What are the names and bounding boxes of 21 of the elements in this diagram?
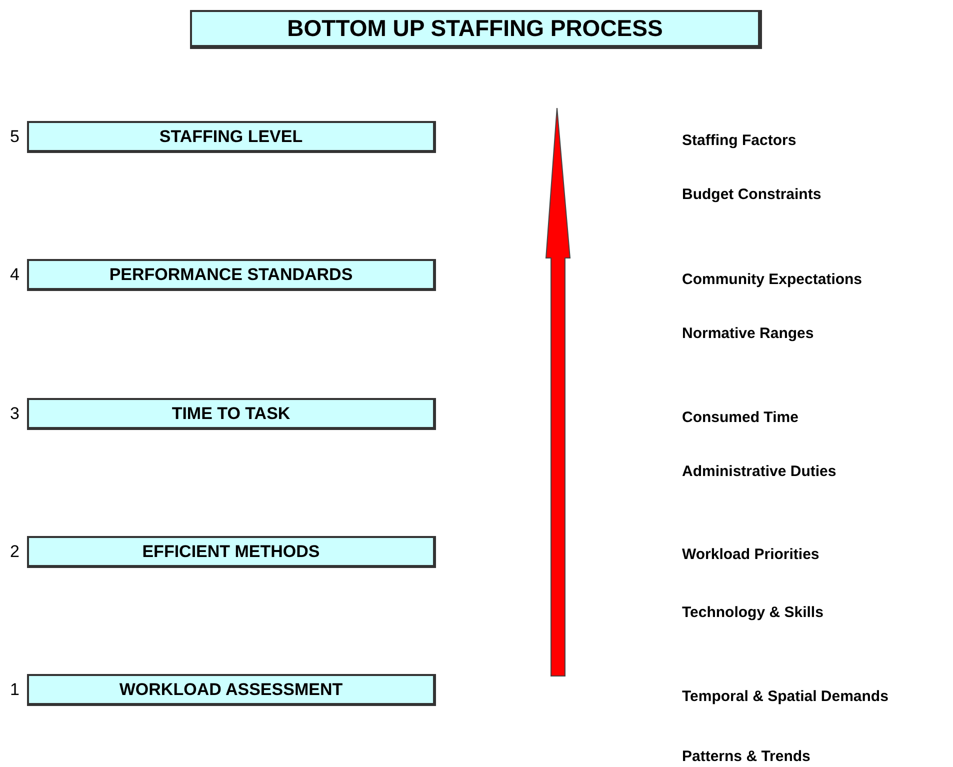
step-number: 5 [10,127,20,147]
factor-label: Staffing Factors [682,132,796,149]
process-box: WORKLOAD ASSESSMENT [27,674,436,706]
factor-label: Technology & Skills [682,604,824,621]
process-box: STAFFING LEVEL [27,121,436,153]
factor-label: Consumed Time [682,409,798,426]
factor-label: Workload Priorities [682,546,820,563]
process-box: TIME TO TASK [27,398,436,430]
process-box: PERFORMANCE STANDARDS [27,259,436,291]
factor-label: Patterns & Trends [682,748,810,765]
step-number: 3 [10,404,20,424]
factor-label: Normative Ranges [682,325,814,342]
process-box: EFFICIENT METHODS [27,536,436,568]
factor-label: Administrative Duties [682,463,836,480]
factor-label: Temporal & Spatial Demands [682,688,888,705]
step-number: 2 [10,542,20,562]
step-number: 1 [10,680,20,700]
title-box: BOTTOM UP STAFFING PROCESS [190,10,762,49]
factor-label: Budget Constraints [682,186,822,203]
step-number: 4 [10,265,20,285]
factor-label: Community Expectations [682,271,862,288]
